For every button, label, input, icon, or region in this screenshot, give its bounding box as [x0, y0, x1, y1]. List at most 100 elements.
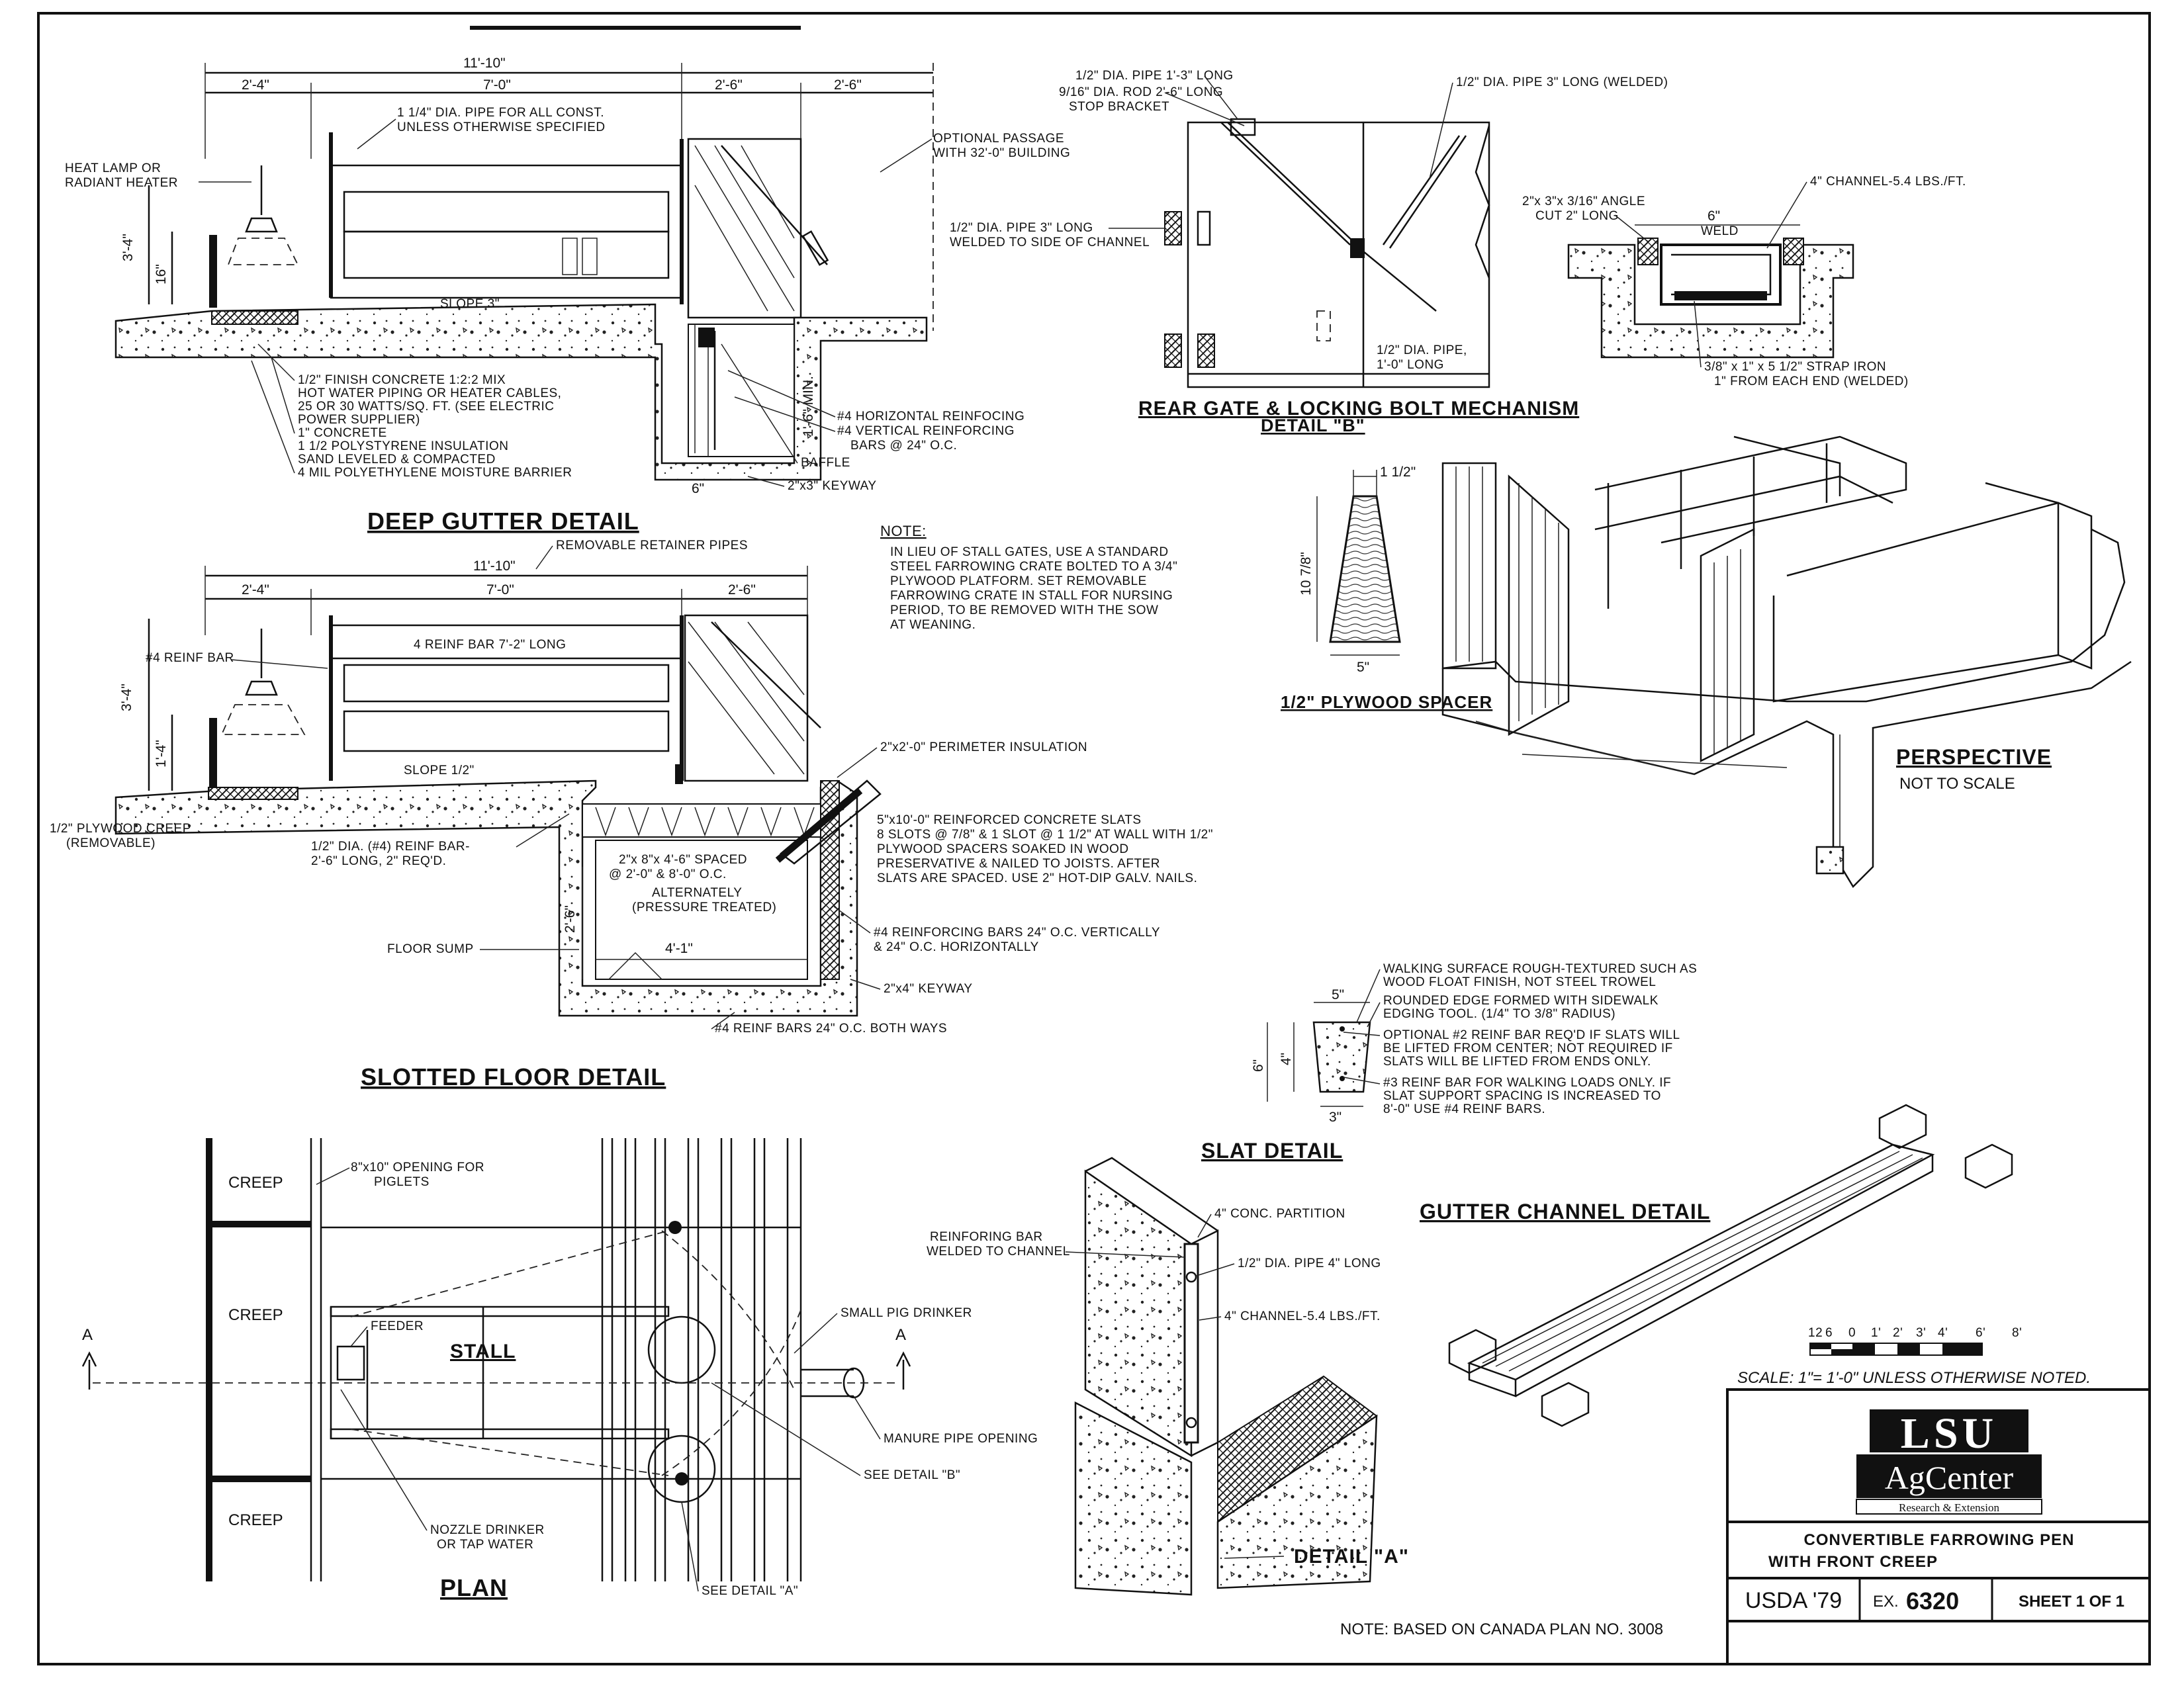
pipe-label-2: UNLESS OTHERWISE SPECIFIED: [397, 120, 606, 134]
slat-dim-3: 3": [1329, 1110, 1342, 1125]
scale-tick: 1': [1871, 1326, 1881, 1340]
rear-gate-subtitle: DETAIL "B": [1261, 416, 1365, 435]
title-line-1: CONVERTIBLE FARROWING PEN: [1803, 1531, 2074, 1549]
cell-ex-num: 6320: [1906, 1587, 1959, 1615]
dia-label-2: 2'-6" LONG, 2" REQ'D.: [311, 854, 446, 868]
layer-label: 4 MIL POLYETHYLENE MOISTURE BARRIER: [298, 466, 572, 480]
layer-label: SAND LEVELED & COMPACTED: [298, 453, 496, 466]
joists-line: (PRESSURE TREATED): [632, 901, 776, 914]
opening-label-2: PIGLETS: [374, 1175, 430, 1189]
spacer-dim-h: 10 7/8": [1298, 552, 1314, 596]
slat-note: WALKING SURFACE ROUGH-TEXTURED SUCH AS: [1383, 962, 1697, 976]
perspective-title: PERSPECTIVE: [1896, 745, 2052, 769]
ch-dim-6: 6": [1707, 208, 1720, 224]
slats-line: PLYWOOD SPACERS SOAKED IN WOOD: [877, 842, 1129, 856]
rg-pipe3: 1/2" DIA. PIPE 3" LONG (WELDED): [1456, 75, 1668, 89]
dim-right: 2'-6": [715, 77, 743, 93]
da-reinfbar-1: REINFORING BAR: [930, 1230, 1043, 1244]
slat-dim-5: 5": [1332, 987, 1344, 1002]
slat-note: 8'-0" USE #4 REINF BARS.: [1383, 1102, 1545, 1116]
note-title: NOTE:: [880, 523, 927, 539]
nozzle-label-2: OR TAP WATER: [437, 1538, 533, 1552]
title-line-2: WITH FRONT CREEP: [1768, 1553, 1938, 1571]
rg-pipe3side-2: WELDED TO SIDE OF CHANNEL: [950, 236, 1150, 249]
note-line: IN LIEU OF STALL GATES, USE A STANDARD: [890, 545, 1169, 559]
layer-label: HOT WATER PIPING OR HEATER CABLES,: [298, 386, 561, 400]
rg-pipe3side-1: 1/2" DIA. PIPE 3" LONG: [950, 221, 1093, 235]
cell-usda: USDA '79: [1745, 1588, 1842, 1613]
layer-label: POWER SUPPLIER): [298, 413, 420, 427]
cell-sheet: SHEET 1 OF 1: [2019, 1593, 2124, 1611]
note-block: NOTE: IN LIEU OF STALL GATES, USE A STAN…: [880, 523, 1177, 632]
dim-mid: 7'-0": [483, 77, 511, 93]
slat-dim-6: 6": [1251, 1059, 1266, 1072]
slat-note: BE LIFTED FROM CENTER; NOT REQUIRED IF: [1383, 1041, 1673, 1055]
slat-note: OPTIONAL #2 REINF BAR REQ'D IF SLATS WIL…: [1383, 1028, 1680, 1042]
rebar-label-2: #4 VERTICAL REINFORCING: [837, 424, 1015, 438]
reinbars-label-2: & 24" O.C. HORIZONTALLY: [874, 940, 1039, 954]
scale-tick: 3': [1916, 1326, 1926, 1340]
rebar-label-3: BARS @ 24" O.C.: [850, 439, 957, 453]
da-channel: 4" CHANNEL-5.4 LBS./FT.: [1224, 1309, 1381, 1323]
rear-gate-detail: 1/2" DIA. PIPE 1'-3" LONG 9/16" DIA. ROD…: [950, 69, 1668, 435]
creep-top: CREEP: [228, 1174, 283, 1192]
slotted-dim-height: 3'-4": [119, 684, 134, 711]
reinf-bar-label: #4 REINF BAR: [146, 651, 234, 665]
detail-a: 4" CONC. PARTITION REINFORING BAR WELDED…: [927, 1157, 1408, 1596]
perim-label: 2"x2'-0" PERIMETER INSULATION: [880, 740, 1087, 754]
deep-gutter-detail: 11'-10" 2'-4" 7'-0" 2'-6" 2'-6" 3'-4" 16…: [65, 56, 1070, 535]
dia-label-1: 1/2" DIA. (#4) REINF BAR-: [311, 840, 470, 854]
da-partition: 4" CONC. PARTITION: [1214, 1207, 1345, 1221]
stall-label: STALL: [450, 1341, 516, 1362]
slats-line: 5"x10'-0" REINFORCED CONCRETE SLATS: [877, 813, 1142, 827]
logo-top: LSU: [1901, 1409, 1997, 1458]
retainer-label: REMOVABLE RETAINER PIPES: [556, 539, 748, 553]
logo-sub: Research & Extension: [1899, 1501, 2000, 1514]
slat-note: WOOD FLOAT FINISH, NOT STEEL TROWEL: [1383, 975, 1656, 989]
scale-tick: 0: [1848, 1326, 1856, 1340]
sump-label: FLOOR SUMP: [387, 942, 474, 956]
slotted-dim-total: 11'-10": [473, 558, 516, 574]
spacer-dim-top: 1 1/2": [1380, 465, 1416, 480]
slat-note: ROUNDED EDGE FORMED WITH SIDEWALK: [1383, 994, 1659, 1008]
pipe-label-1: 1 1/4" DIA. PIPE FOR ALL CONST.: [397, 106, 604, 120]
perspective-subtitle: NOT TO SCALE: [1899, 775, 2015, 793]
slotted-dim-14: 1'-4": [154, 740, 169, 768]
dim-6: 6": [692, 481, 704, 496]
dim-min: 1'-6" MIN.: [801, 376, 816, 437]
plan-view: A A CREEP CREEP CREEP STALL FEEDER 8"x10…: [81, 1138, 1038, 1601]
slats-line: SLATS ARE SPACED. USE 2" HOT-DIP GALV. N…: [877, 871, 1197, 885]
scale-bar: 12 6 0 1' 2' 3' 4' 6' 8' SCALE: 1"= 1'-0…: [1737, 1326, 2091, 1387]
both-ways-label: #4 REINF BARS 24" O.C. BOTH WAYS: [715, 1022, 947, 1036]
slotted-dim-right: 2'-6": [728, 582, 756, 598]
perspective-view: PERSPECTIVE NOT TO SCALE: [1441, 435, 2132, 889]
scale-tick: 4': [1938, 1326, 1948, 1340]
manure-label: MANURE PIPE OPENING: [884, 1432, 1038, 1446]
note-line: FARROWING CRATE IN STALL FOR NURSING: [890, 589, 1173, 603]
slat-notes: WALKING SURFACE ROUGH-TEXTURED SUCH AS W…: [1343, 962, 1697, 1116]
keyway-label: 2"x3" KEYWAY: [788, 479, 877, 493]
spacer-dim-w: 5": [1357, 660, 1369, 675]
da-pipe: 1/2" DIA. PIPE 4" LONG: [1238, 1257, 1381, 1270]
nozzle-label-1: NOZZLE DRINKER: [430, 1523, 545, 1537]
ch-strap-2: 1" FROM EACH END (WELDED): [1714, 375, 1909, 388]
slotted-floor-detail: REMOVABLE RETAINER PIPES 11'-10" 2'-4" 7…: [50, 539, 1212, 1090]
creep-label-1: 1/2" PLYWOOD CREEP: [50, 822, 191, 836]
sheet-border: [37, 12, 2151, 1665]
creep-label-2: (REMOVABLE): [66, 836, 156, 850]
ch-weld: WELD: [1701, 224, 1739, 238]
section-a-left: A: [82, 1326, 93, 1344]
slotted-slope: SLOPE 1/2": [404, 764, 475, 777]
slotted-dim-left: 2'-4": [242, 582, 269, 598]
gutter-channel-title: GUTTER CHANNEL DETAIL: [1420, 1200, 1710, 1223]
spacer-title: 1/2" PLYWOOD SPACER: [1281, 692, 1492, 712]
ch-angle-2: CUT 2" LONG: [1535, 209, 1619, 223]
layer-label: 25 OR 30 WATTS/SQ. FT. (SEE ELECTRIC: [298, 400, 555, 414]
slats-line: PRESERVATIVE & NAILED TO JOISTS. AFTER: [877, 857, 1160, 871]
joists-label: 2"x 8"x 4'-6" SPACED @ 2'-0" & 8'-0" O.C…: [609, 853, 776, 914]
gutter-channel-detail: GUTTER CHANNEL DETAIL: [1420, 1104, 2013, 1427]
feeder-label: FEEDER: [371, 1319, 424, 1333]
note-line: PERIOD, TO BE REMOVED WITH THE SOW: [890, 603, 1159, 617]
da-reinfbar-2: WELDED TO CHANNEL: [927, 1245, 1070, 1259]
